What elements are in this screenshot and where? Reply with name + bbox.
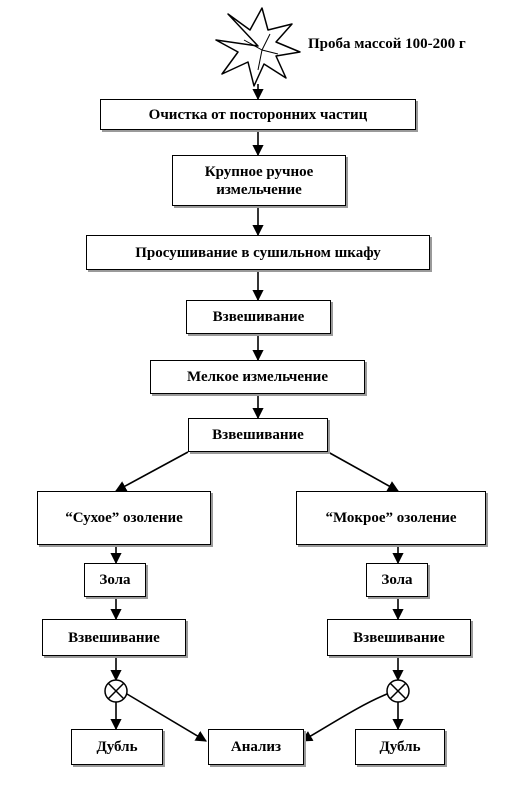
sample-label: Проба массой 100-200 г <box>308 36 466 52</box>
crossed-circle-icon <box>386 679 410 703</box>
arrow-dry-splitter-to-analysis <box>126 693 207 742</box>
plant-leaf-icon <box>215 7 301 87</box>
step-cleaning: Очистка от посторонних частиц <box>100 99 416 130</box>
step-weighing-2: Взвешивание <box>188 418 328 452</box>
step-fine-grinding: Мелкое измельчение <box>150 360 365 394</box>
dry-ash: Зола <box>84 563 146 597</box>
dry-duplicate: Дубль <box>71 729 163 765</box>
step-coarse-grinding-label: Крупное ручное измельчение <box>204 163 314 198</box>
step-drying: Просушивание в сушильном шкафу <box>86 235 430 270</box>
wet-duplicate: Дубль <box>355 729 445 765</box>
wet-ash: Зола <box>366 563 428 597</box>
wet-weighing: Взвешивание <box>327 619 471 656</box>
dry-weighing: Взвешивание <box>42 619 186 656</box>
step-weighing-1: Взвешивание <box>186 300 331 334</box>
dry-ashing: “Сухое” озоление <box>37 491 211 545</box>
step-coarse-grinding: Крупное ручное измельчение <box>172 155 346 206</box>
arrow-weighing2-to-wet <box>327 451 399 492</box>
arrow-weighing2-to-dry <box>115 451 189 492</box>
wet-ashing: “Мокрое” озоление <box>296 491 486 545</box>
analysis: Анализ <box>208 729 304 765</box>
crossed-circle-icon <box>104 679 128 703</box>
arrow-wet-splitter-to-analysis <box>301 693 388 742</box>
